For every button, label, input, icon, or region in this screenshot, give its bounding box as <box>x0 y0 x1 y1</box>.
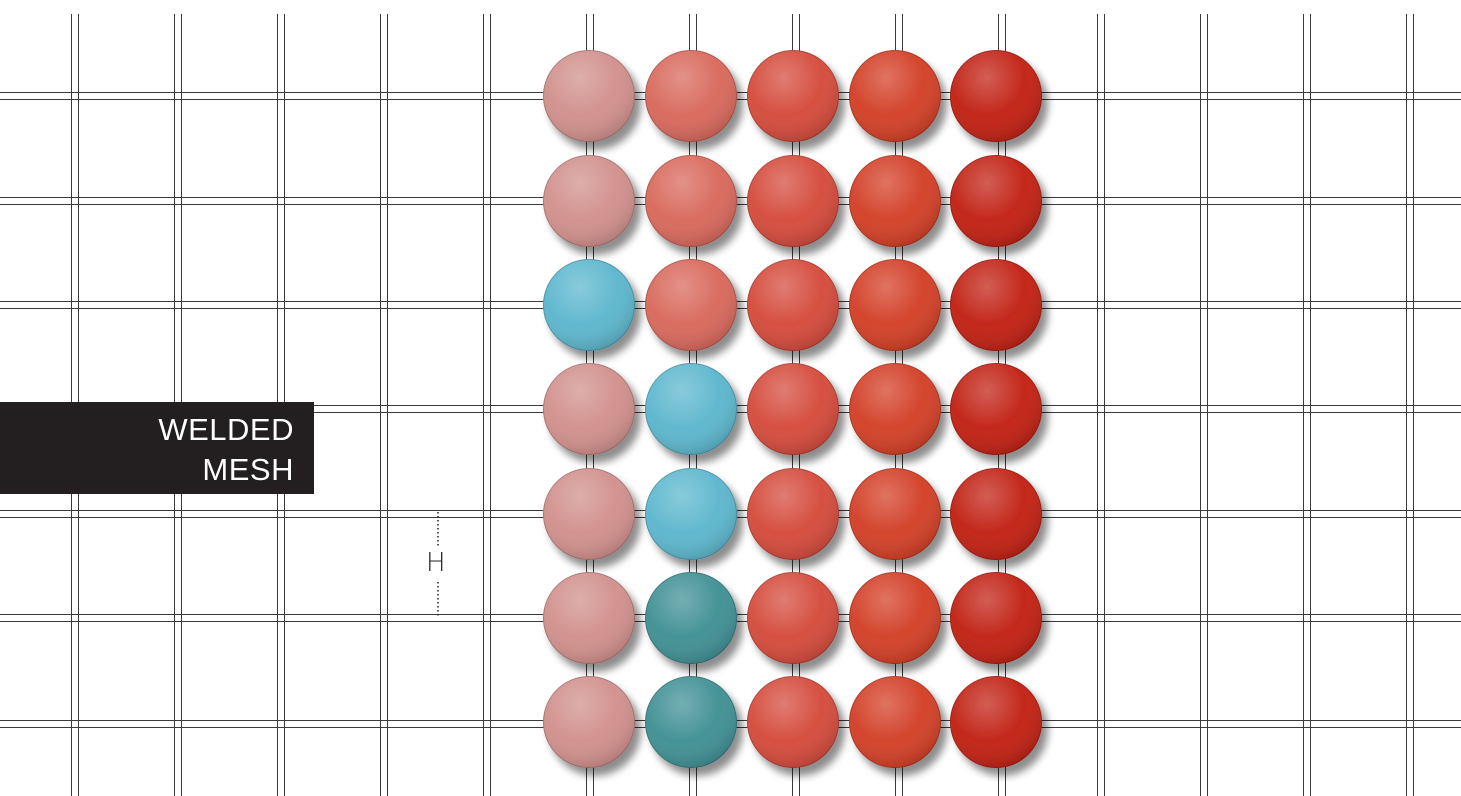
mesh-disc <box>645 259 737 351</box>
mesh-disc <box>645 363 737 455</box>
mesh-disc <box>747 468 839 560</box>
mesh-disc <box>747 155 839 247</box>
mesh-disc <box>950 363 1042 455</box>
dimension-label: H <box>426 548 446 578</box>
mesh-disc <box>645 676 737 768</box>
mesh-disc <box>747 572 839 664</box>
mesh-disc <box>950 259 1042 351</box>
mesh-disc <box>543 676 635 768</box>
mesh-disc <box>645 155 737 247</box>
title-line-1: WELDED <box>0 410 294 450</box>
mesh-disc <box>543 468 635 560</box>
mesh-disc <box>950 572 1042 664</box>
title-line-2: MESH <box>0 450 294 490</box>
mesh-disc <box>747 50 839 142</box>
mesh-disc <box>645 468 737 560</box>
mesh-disc <box>950 155 1042 247</box>
mesh-disc <box>747 676 839 768</box>
mesh-disc <box>849 259 941 351</box>
mesh-disc <box>543 50 635 142</box>
disc-array <box>543 50 1042 768</box>
mesh-disc <box>543 259 635 351</box>
mesh-disc <box>747 363 839 455</box>
mesh-disc <box>645 572 737 664</box>
mesh-disc <box>543 363 635 455</box>
mesh-disc <box>849 572 941 664</box>
mesh-disc <box>849 676 941 768</box>
mesh-disc <box>950 50 1042 142</box>
mesh-disc <box>543 155 635 247</box>
mesh-disc <box>849 468 941 560</box>
mesh-disc <box>645 50 737 142</box>
mesh-disc <box>543 572 635 664</box>
mesh-disc <box>950 468 1042 560</box>
mesh-disc <box>849 155 941 247</box>
mesh-disc <box>747 259 839 351</box>
mesh-disc <box>849 363 941 455</box>
mesh-disc <box>950 676 1042 768</box>
mesh-disc <box>849 50 941 142</box>
title-label-box: WELDED MESH <box>0 402 314 494</box>
